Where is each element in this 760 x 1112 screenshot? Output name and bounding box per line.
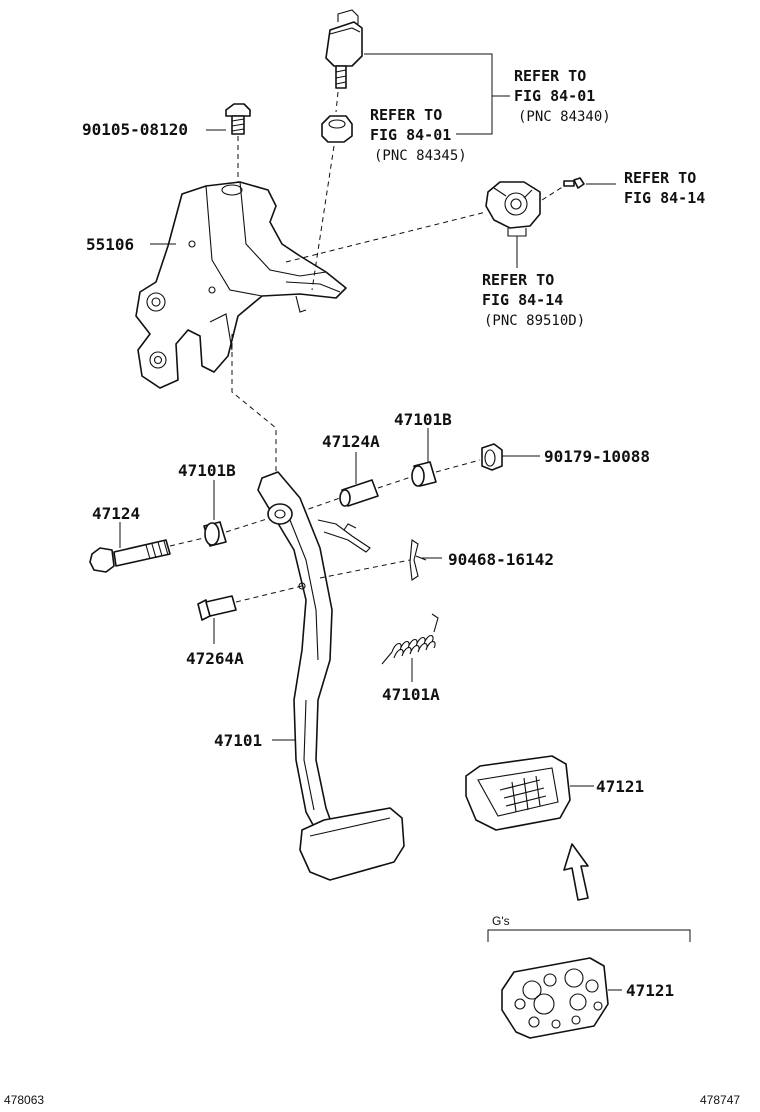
- footer-code-right: 478747: [700, 1093, 740, 1107]
- ref-switch-line1: REFER TO: [514, 67, 586, 85]
- ref-nut-line3: (PNC 84345): [374, 148, 467, 164]
- return-spring: [381, 613, 439, 665]
- ref-sensor-line3: (PNC 89510D): [484, 313, 585, 329]
- ref-screw-line1: REFER TO: [624, 169, 696, 187]
- ref-nut-line2: FIG 84-01: [370, 126, 451, 144]
- variant-arrow: [563, 843, 589, 901]
- variant-bracket: [487, 929, 691, 942]
- pivot-bolt: [89, 539, 171, 573]
- label-47101b-left: 47101B: [178, 461, 236, 480]
- ref-sensor-line1: REFER TO: [482, 271, 554, 289]
- pedal-pad-cover-standard: [465, 755, 571, 831]
- sensor-screw: [563, 177, 585, 189]
- pedal-clip: [409, 539, 427, 581]
- brake-pedal-arm: [257, 471, 371, 835]
- pedal-pad-cover-gs: [501, 957, 609, 1039]
- bushing-left: [203, 521, 227, 547]
- ref-screw-line2: FIG 84-14: [624, 189, 705, 207]
- ref-switch-line2: FIG 84-01: [514, 87, 595, 105]
- pedal-sensor: [485, 181, 541, 237]
- stop-lamp-switch: [325, 9, 363, 89]
- label-47121-gs: 47121: [626, 981, 674, 1000]
- pedal-bracket: [135, 181, 347, 389]
- label-90179-10088: 90179-10088: [544, 447, 650, 466]
- ref-nut-line1: REFER TO: [370, 106, 442, 124]
- footer-code-left: 478063: [4, 1093, 44, 1107]
- ref-switch-line3: (PNC 84340): [518, 109, 611, 125]
- bracket-bolt: [225, 103, 251, 135]
- pivot-nut: [481, 443, 503, 471]
- label-47121-standard: 47121: [596, 777, 644, 796]
- label-47101b-right: 47101B: [394, 410, 452, 429]
- label-47264a: 47264A: [186, 649, 244, 668]
- label-90468-16142: 90468-16142: [448, 550, 554, 569]
- label-55106: 55106: [86, 235, 134, 254]
- pedal-pad: [299, 807, 405, 881]
- bushing-right: [411, 461, 437, 487]
- ref-sensor-line2: FIG 84-14: [482, 291, 563, 309]
- clevis-pin: [197, 595, 237, 621]
- switch-nut: [321, 115, 353, 143]
- label-47101: 47101: [214, 731, 262, 750]
- label-90105-08120: 90105-08120: [82, 120, 188, 139]
- label-47124: 47124: [92, 504, 140, 523]
- label-47124a: 47124A: [322, 432, 380, 451]
- variant-label: G's: [492, 914, 510, 928]
- pivot-collar: [339, 479, 379, 507]
- label-47101a: 47101A: [382, 685, 440, 704]
- switch-ref-bracket: [364, 53, 510, 135]
